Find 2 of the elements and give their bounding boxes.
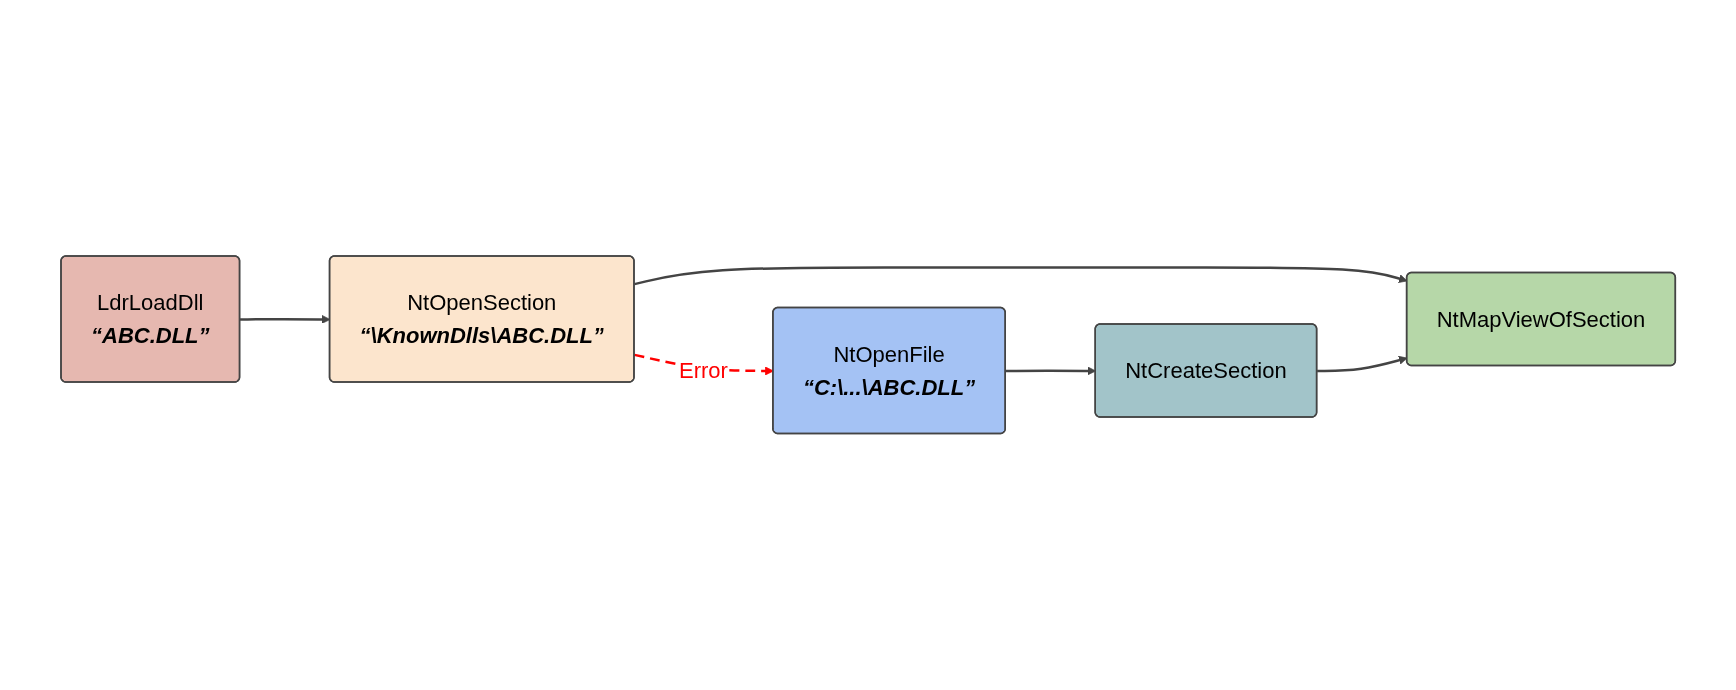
arrow [1005,366,1096,376]
edge-label: Error [678,358,728,384]
